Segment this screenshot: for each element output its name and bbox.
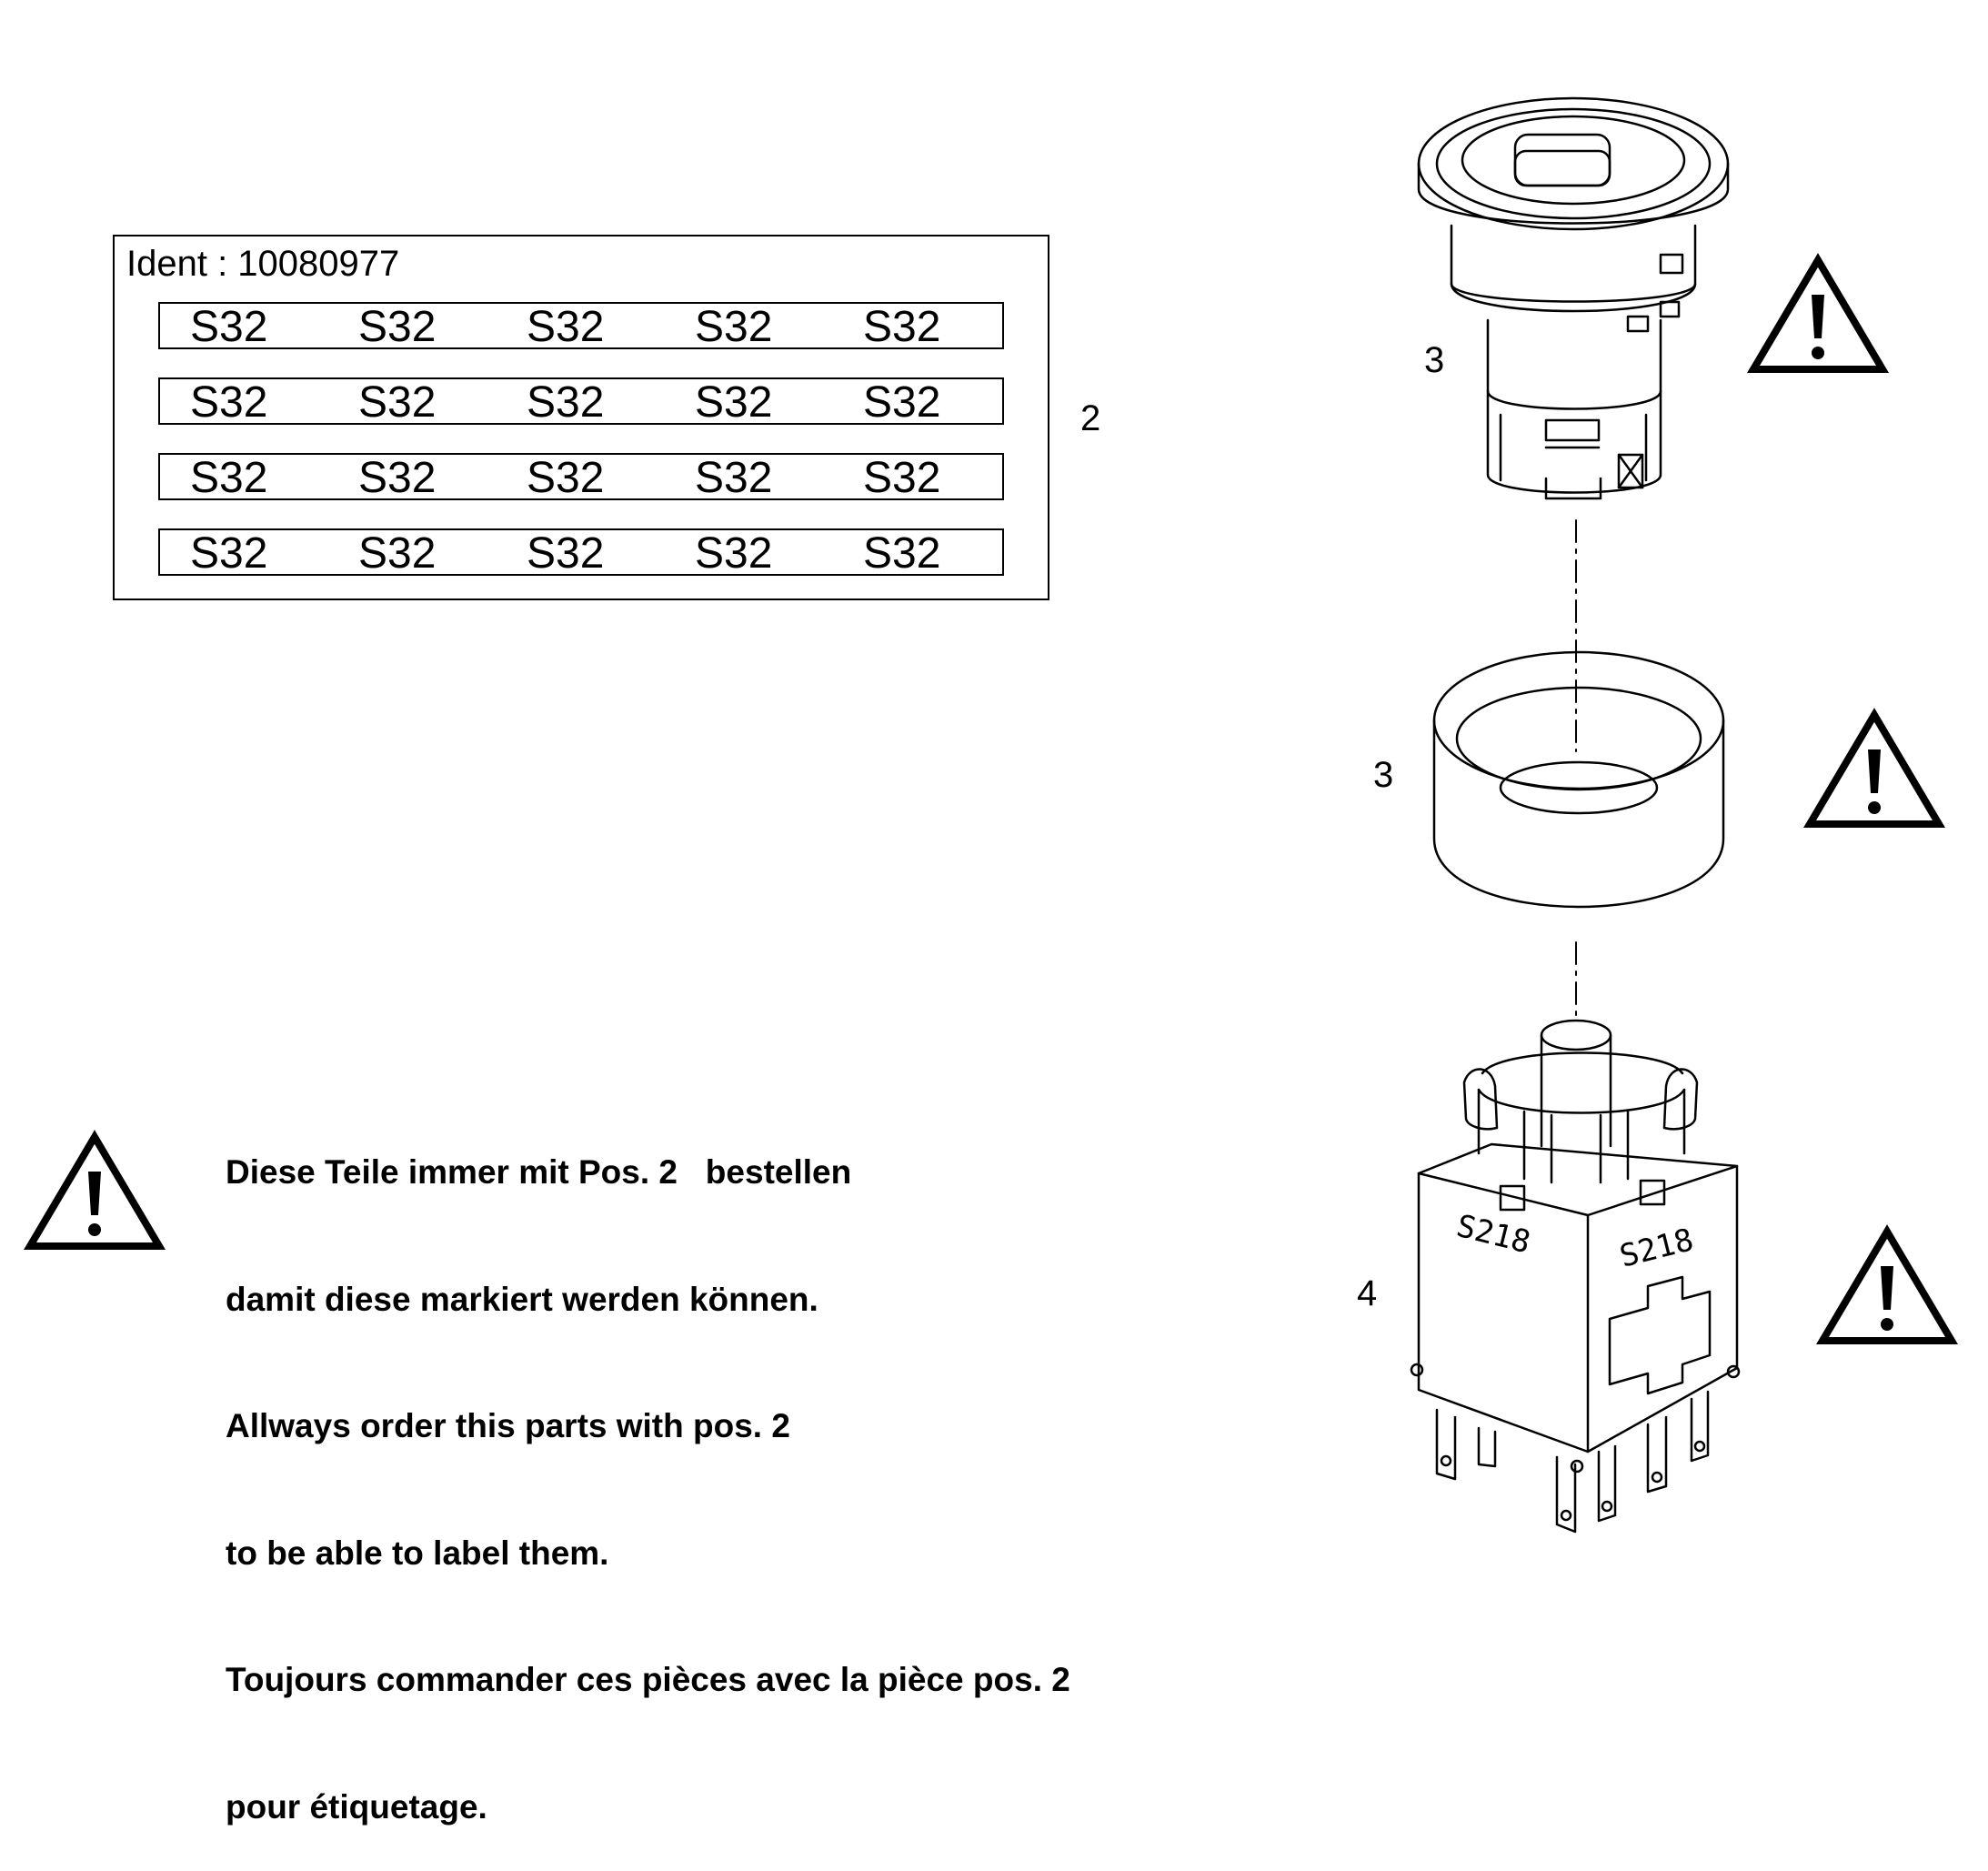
label-row: S32 S32 S32 S32 S32 [158,302,1004,351]
label-cell: S32 [190,303,268,351]
label-cell: S32 [695,454,773,502]
position-number-collar-ring: 3 [1373,755,1394,795]
position-number-pushbutton-head: 3 [1424,340,1445,380]
label-cell: S32 [863,378,941,427]
label-cell: S32 [527,303,605,351]
label-cell: S32 [190,529,268,578]
label-row: S32 S32 S32 S32 S32 [158,528,1004,578]
label-row: S32 S32 S32 S32 S32 [158,377,1004,427]
label-cell: S32 [358,454,437,502]
label-cell: S32 [358,378,437,427]
position-number-switch-block: 4 [1357,1273,1378,1313]
warning-icon-ring [1802,708,1946,828]
label-row: S32 S32 S32 S32 S32 [158,453,1004,502]
label-cell: S32 [358,303,437,351]
label-cell: S32 [527,454,605,502]
collar-ring-part [1432,650,1725,909]
label-card: Ident : 10080977 S32 S32 S32 S32 S32 S32… [113,235,1049,600]
label-cell: S32 [190,454,268,502]
pushbutton-head-part [1417,96,1730,500]
label-cell: S32 [695,303,773,351]
note-line-fr-2: pour étiquetage. [226,1787,487,1826]
ident-number: Ident : 10080977 [126,244,400,284]
label-cell: S32 [863,454,941,502]
switch-marking-right: S218 [1616,1222,1697,1275]
label-cell: S32 [527,529,605,578]
position-number-label-card: 2 [1080,398,1101,438]
label-cell: S32 [863,303,941,351]
label-cell: S32 [527,378,605,427]
warning-icon-switch [1815,1224,1959,1344]
label-cell: S32 [695,378,773,427]
note-line-de-2: damit diese markiert werden können. [226,1280,818,1318]
note-line-fr-1: Toujours commander ces pièces avec la pi… [226,1661,1070,1698]
label-cell: S32 [190,378,268,427]
note-line-de-1: Diese Teile immer mit Pos. 2 bestellen [226,1153,852,1191]
warning-icon-left [23,1130,166,1250]
switch-block-part [1410,1019,1741,1534]
label-cell: S32 [863,529,941,578]
exploded-parts-drawing: S218 S218 [23,96,1959,1534]
label-cell: S32 [695,529,773,578]
note-line-en-1: Allways order this parts with pos. 2 [226,1407,790,1444]
switch-marking-left: S218 [1453,1208,1534,1262]
label-cell: S32 [358,529,437,578]
warning-icon-head [1746,253,1890,373]
